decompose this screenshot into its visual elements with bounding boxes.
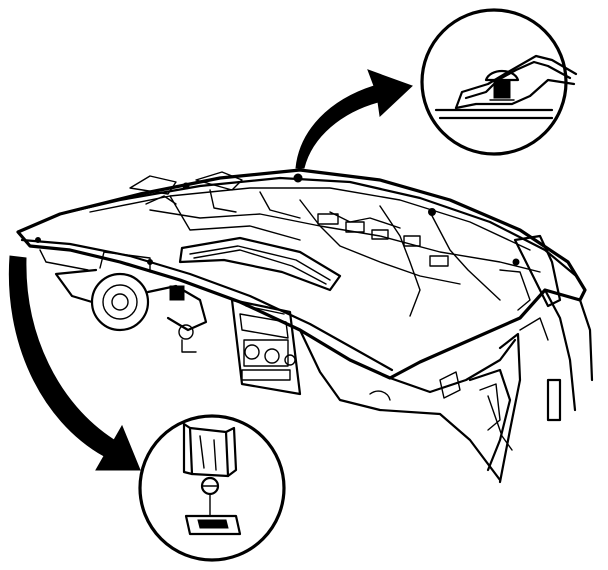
callout-arrow-lower — [8, 255, 141, 471]
callout-arrow-upper — [295, 69, 413, 169]
curved-arrow-icon — [295, 69, 413, 169]
instrument-panel-upper-trim-pad — [16, 168, 594, 412]
instrument-panel-lower-structure — [39, 249, 562, 484]
curved-arrow-icon — [8, 255, 141, 471]
clip-detail-upper-inset — [420, 8, 578, 156]
clip-detail-lower-inset — [138, 414, 286, 562]
